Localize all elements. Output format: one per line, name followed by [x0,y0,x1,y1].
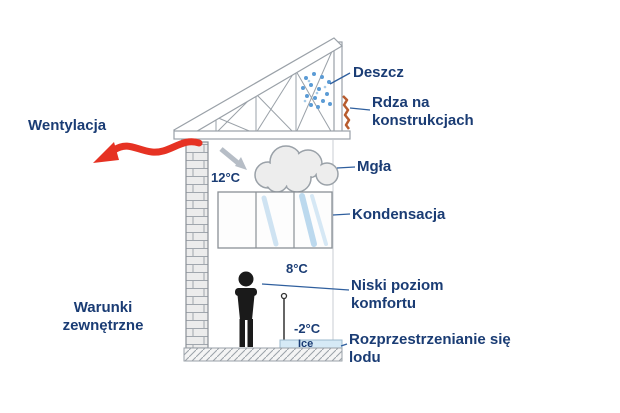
pointer-line-ice-spread [340,343,348,347]
ground-hatch [183,347,343,362]
fog-label: Mgła [357,158,392,175]
rust-label: Rdza na konstrukcjach [372,94,474,129]
low-comfort-label: Niski poziom komfortu [351,277,444,312]
truss-top-chord [173,37,343,141]
pointer-lines [261,72,371,347]
window [217,191,333,249]
rain-label: Deszcz [353,64,404,81]
person-silhouette [235,271,257,347]
condensation-streaks [261,193,328,247]
rain-drops-icon [301,72,332,109]
fog-cloud-icon [254,145,339,193]
temperature-room: 8°C [286,261,308,276]
truss-webs [215,48,334,134]
temperature-wall-top: 12°C [211,170,241,185]
roof-truss [173,37,351,141]
pointer-line-rust [349,107,371,111]
truss-bottom-chord [173,130,351,140]
ice-spread-label: Rozprzestrzenianie się lodu [349,331,511,366]
pointer-line-low-comfort [261,283,350,291]
brick-wall [185,141,209,349]
ventilation-label: Wentylacja [28,117,107,134]
pointer-line-condensation [332,213,351,216]
condensation-label: Kondensacja [352,206,446,223]
draft-arrow [219,147,247,170]
temperature-floor: -2°C [294,321,321,336]
ice-text-label: Ice [298,338,314,350]
ventilation-arrow [93,138,203,163]
pointer-line-rain [329,72,351,85]
truss-right-member [333,41,343,136]
rust-mark [342,95,351,130]
external-conditions-label: Warunki zewnętrzne [62,299,144,334]
cane [280,292,288,347]
pointer-line-fog [336,166,356,169]
